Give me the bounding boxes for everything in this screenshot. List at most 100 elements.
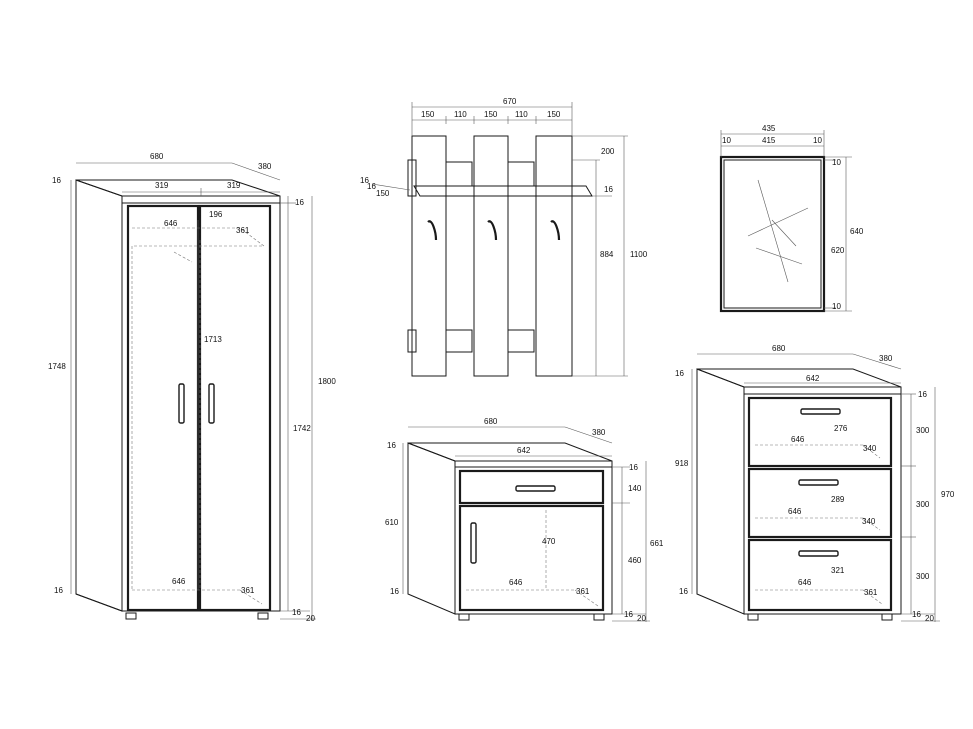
chest-drawer-3-depth-label: 361 <box>864 588 878 597</box>
chest-drawer-2-depth-label: 340 <box>862 517 876 526</box>
shoe-cabinet-drawer-handle <box>515 485 556 492</box>
shoe-cabinet-top-thickness-label: 16 <box>387 441 396 450</box>
shoe-cabinet-top <box>407 442 613 462</box>
wardrobe-door-left-label: 319 <box>155 181 169 190</box>
chest-front <box>743 386 902 615</box>
mirror-total-width-label: 435 <box>762 124 776 133</box>
chest-bottom-thickness-label: 16 <box>679 587 688 596</box>
coat-rack-back-rail-bottom <box>445 329 473 353</box>
chest-drawer-3-width-label: 646 <box>798 578 812 587</box>
shoe-cabinet-bottom-thickness-label: 16 <box>390 587 399 596</box>
mirror-glass-height-label: 620 <box>831 246 845 255</box>
mirror-frame-top-label: 10 <box>832 158 841 167</box>
wardrobe-foot <box>125 612 137 620</box>
wardrobe-top-thickness-right-label: 16 <box>295 198 304 207</box>
chest-total-height-label: 970 <box>941 490 955 499</box>
mirror: 435 10 415 10 10 640 620 10 <box>719 124 864 313</box>
shoe-cabinet-foot <box>458 613 470 621</box>
chest-drawer-1-depth-label: 340 <box>863 444 877 453</box>
chest-feet-height-label: 20 <box>925 614 934 623</box>
wardrobe-inner-depth-top-label: 196 <box>209 210 223 219</box>
mirror-glass <box>723 159 822 309</box>
chest-drawer-1-width-label: 646 <box>791 435 805 444</box>
wardrobe-width-label: 680 <box>150 152 164 161</box>
chest-top-thickness-label: 16 <box>675 369 684 378</box>
shoe-cabinet-door-handle <box>470 522 477 564</box>
chest-drawer-2 <box>747 467 893 539</box>
coat-rack-shelf-thickness-right-label: 16 <box>604 185 613 194</box>
coat-hook <box>427 220 438 241</box>
wardrobe-left-handle <box>178 383 185 424</box>
coat-rack-shelf-thickness-a-label: 16 <box>360 176 369 185</box>
coat-rack-back-rail-top <box>445 161 473 187</box>
chest-drawer-1-front-label: 300 <box>916 426 930 435</box>
wardrobe-inner-width-bottom-label: 646 <box>172 577 186 586</box>
mirror-glass-width-label: 415 <box>762 136 776 145</box>
wardrobe-side-height-label: 1742 <box>293 424 311 433</box>
shoe-cabinet-inner-width-top-label: 642 <box>517 446 531 455</box>
wardrobe-bottom-thickness-right-label: 16 <box>292 608 301 617</box>
wardrobe-inner-depth-bottom-label: 361 <box>241 586 255 595</box>
wardrobe-inner-width-top-label: 646 <box>164 219 178 228</box>
wardrobe-depth-label: 380 <box>258 162 272 171</box>
wardrobe: 680 380 319 319 16 16 646 196 361 1713 1… <box>48 152 336 623</box>
coat-rack-plank-1-label: 150 <box>421 110 435 119</box>
wardrobe-left-door <box>126 204 200 612</box>
wardrobe-top-thickness-label: 16 <box>52 176 61 185</box>
wardrobe-feet-height-label: 20 <box>306 614 315 623</box>
wardrobe-total-height-label: 1800 <box>318 377 336 386</box>
shoe-cabinet-top-thickness-right-label: 16 <box>629 463 638 472</box>
chest-drawer-2-handle <box>798 479 839 486</box>
coat-rack-gap-1-label: 110 <box>454 110 467 119</box>
coat-rack: 670 150 110 150 110 150 200 16 16 150 16… <box>360 97 648 377</box>
coat-hook <box>487 220 498 241</box>
chest-top <box>696 368 902 388</box>
chest-drawer-3-handle <box>798 550 839 557</box>
shoe-cabinet-depth-label: 380 <box>592 428 606 437</box>
chest-drawer-1-height-label: 276 <box>834 424 848 433</box>
chest-side-height-label: 918 <box>675 459 689 468</box>
shoe-cabinet-inner-depth-bottom-label: 361 <box>576 587 590 596</box>
coat-rack-shelf-thickness-b-label: 16 <box>367 182 376 191</box>
chest-drawer-3-height-label: 321 <box>831 566 845 575</box>
shoe-cabinet-lower-height-label: 460 <box>628 556 642 565</box>
wardrobe-foot <box>257 612 269 620</box>
chest-drawer-2-height-label: 289 <box>831 495 845 504</box>
coat-rack-plank-2-label: 150 <box>484 110 498 119</box>
shoe-cabinet-door <box>458 504 605 612</box>
shoe-cabinet-feet-height-label: 20 <box>637 614 646 623</box>
shoe-cabinet-bottom-thickness-right-label: 16 <box>624 610 633 619</box>
shoe-cabinet: 680 380 16 642 16 140 610 470 661 460 16… <box>385 417 664 623</box>
mirror-frame-bottom-label: 10 <box>832 302 841 311</box>
chest-inner-width-top-label: 642 <box>806 374 820 383</box>
wardrobe-right-handle <box>208 383 215 424</box>
chest-drawer-3 <box>747 538 893 612</box>
chest-depth-label: 380 <box>879 354 893 363</box>
coat-rack-plank-middle <box>473 135 509 377</box>
wardrobe-shelf-depth-label: 361 <box>236 226 250 235</box>
shoe-cabinet-width-label: 680 <box>484 417 498 426</box>
coat-hook <box>550 220 561 241</box>
coat-rack-plank-3-label: 150 <box>547 110 561 119</box>
shoe-cabinet-drawer <box>458 469 605 505</box>
wardrobe-bottom-thickness-label: 16 <box>54 586 63 595</box>
shoe-cabinet-foot <box>593 613 605 621</box>
wardrobe-side <box>75 179 123 612</box>
wardrobe-top <box>75 179 281 197</box>
chest-drawer-3-front-label: 300 <box>916 572 930 581</box>
coat-rack-shelf <box>413 185 593 197</box>
shoe-cabinet-door-height-label: 470 <box>542 537 556 546</box>
chest-drawer-2-width-label: 646 <box>788 507 802 516</box>
chest-foot <box>881 613 893 621</box>
wardrobe-door-right-label: 319 <box>227 181 241 190</box>
mirror-frame-right-label: 10 <box>813 136 822 145</box>
coat-rack-board-height-label: 884 <box>600 250 614 259</box>
chest-drawer-2-front-label: 300 <box>916 500 930 509</box>
chest-width-label: 680 <box>772 344 786 353</box>
shoe-cabinet-drawer-height-label: 140 <box>628 484 642 493</box>
coat-rack-gap-2-label: 110 <box>515 110 528 119</box>
shoe-cabinet-side-height-label: 610 <box>385 518 399 527</box>
coat-rack-top-height-label: 200 <box>601 147 615 156</box>
chest-of-drawers: 680 380 16 642 16 276 646 340 300 918 28… <box>675 344 955 623</box>
